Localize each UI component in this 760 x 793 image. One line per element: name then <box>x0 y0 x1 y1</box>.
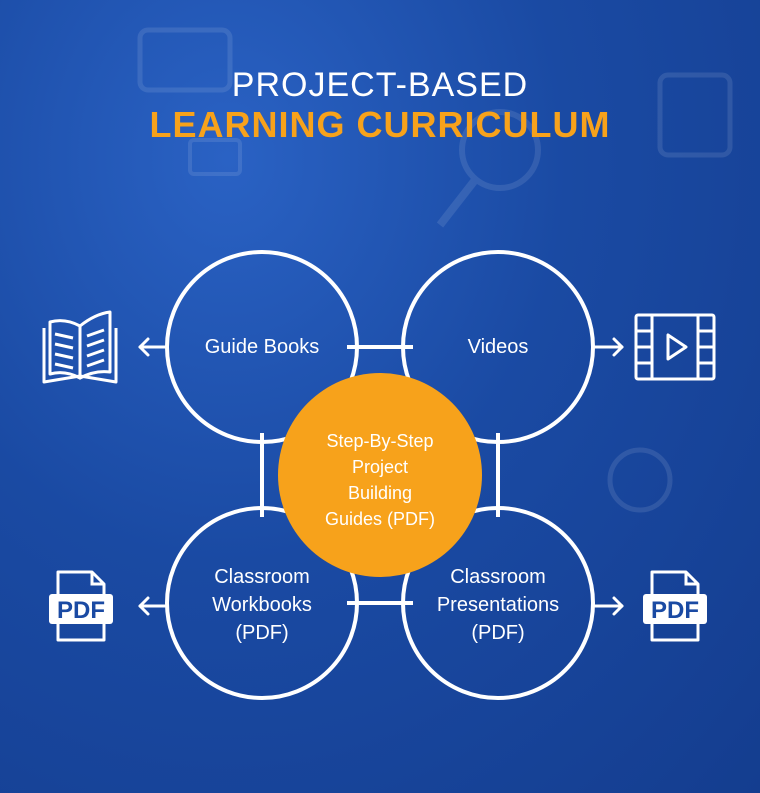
circle-guide-books <box>165 250 359 444</box>
envelope-decor-icon <box>188 138 242 176</box>
label-workbooks: Classroom Workbooks (PDF) <box>172 563 352 647</box>
arrow-left-bottom <box>138 596 167 616</box>
circle-center <box>278 373 482 577</box>
presentations-line-1: Classroom <box>450 566 546 588</box>
label-presentations: Classroom Presentations (PDF) <box>408 563 588 647</box>
pdf-label-left: PDF <box>57 597 105 624</box>
arrow-right-bottom <box>593 596 624 616</box>
center-line-2: Project <box>351 457 409 477</box>
title-line-1: PROJECT-BASED <box>231 66 529 104</box>
pdf-file-icon-right: PDF <box>643 570 707 642</box>
video-card-decor-icon <box>137 27 233 93</box>
presentations-line-3: (PDF) <box>471 622 525 644</box>
pdf-file-icon-left: PDF <box>49 570 113 642</box>
circle-decor-icon <box>607 447 673 513</box>
pdf-label-right: PDF <box>651 597 699 624</box>
open-book-icon <box>42 310 118 384</box>
video-film-icon <box>634 313 716 381</box>
presentations-line-2: Presentations <box>436 594 560 616</box>
magnifier-handle-decor <box>436 177 479 228</box>
workbooks-line-3: (PDF) <box>235 622 289 644</box>
circle-workbooks <box>165 506 359 700</box>
label-videos: Videos <box>467 336 529 358</box>
label-center: Step-By-Step Project Building Guides (PD… <box>295 428 465 532</box>
arrow-left-top <box>138 337 167 357</box>
title-line-2: LEARNING CURRICULUM <box>149 104 611 145</box>
center-line-4: Guides (PDF) <box>324 509 436 529</box>
center-line-3: Building <box>347 483 413 503</box>
profile-card-decor-icon <box>657 72 733 158</box>
workbooks-line-1: Classroom <box>214 566 310 588</box>
label-guide-books: Guide Books <box>204 336 320 358</box>
magnifier-decor-icon <box>459 109 541 191</box>
workbooks-line-2: Workbooks <box>212 594 312 616</box>
center-line-1: Step-By-Step <box>326 431 434 451</box>
circle-videos <box>401 250 595 444</box>
arrow-right-top <box>593 337 624 357</box>
circle-presentations <box>401 506 595 700</box>
